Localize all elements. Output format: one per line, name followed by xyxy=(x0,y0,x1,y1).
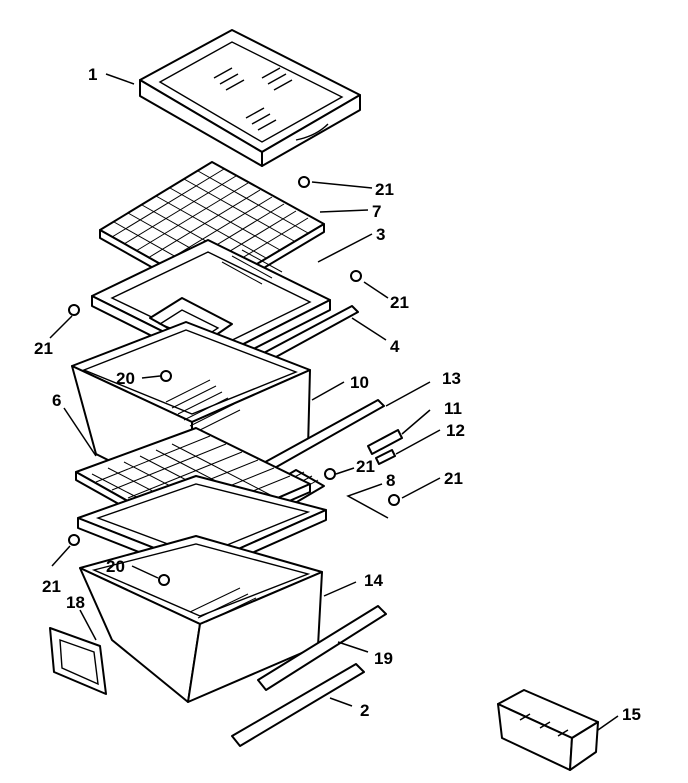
label-part-20-a: 20 xyxy=(116,369,135,388)
screw-21-e xyxy=(388,494,400,506)
label-part-4: 4 xyxy=(390,337,400,356)
label-part-13: 13 xyxy=(442,369,461,388)
label-part-19: 19 xyxy=(374,649,393,668)
part-19-rail xyxy=(257,605,387,691)
part-15-bin xyxy=(497,689,599,771)
screw-21-b xyxy=(350,270,362,282)
part-18-label-holder xyxy=(49,627,107,695)
label-part-21-a: 21 xyxy=(375,180,394,199)
screw-20-a xyxy=(160,370,172,382)
label-part-7: 7 xyxy=(372,202,381,221)
label-part-6: 6 xyxy=(52,391,61,410)
part-11-clip xyxy=(367,429,403,455)
label-part-8: 8 xyxy=(386,471,395,490)
label-part-21-d: 21 xyxy=(356,457,375,476)
label-part-12: 12 xyxy=(446,421,465,440)
screw-20-b xyxy=(158,574,170,586)
label-part-20-b: 20 xyxy=(106,557,125,576)
label-part-11: 11 xyxy=(444,399,462,418)
label-part-3: 3 xyxy=(376,225,385,244)
label-part-14: 14 xyxy=(364,571,383,590)
part-14-crisper-pan xyxy=(79,535,323,703)
label-part-2: 2 xyxy=(360,701,369,720)
label-part-18: 18 xyxy=(66,593,85,612)
screw-21-c xyxy=(68,304,80,316)
screw-21-f xyxy=(68,534,80,546)
label-part-10: 10 xyxy=(350,373,369,392)
part-2-rail xyxy=(231,663,365,747)
label-part-21-b: 21 xyxy=(390,293,409,312)
label-part-21-f: 21 xyxy=(42,577,61,596)
label-part-1: 1 xyxy=(88,65,97,84)
part-labels: 1 21 7 3 21 21 4 20 10 13 6 11 12 21 21 … xyxy=(34,65,641,724)
label-part-21-e: 21 xyxy=(444,469,463,488)
part-12-clip xyxy=(375,449,396,465)
part-1-glass-shelf xyxy=(139,29,361,167)
label-part-15: 15 xyxy=(622,705,641,724)
label-part-21-c: 21 xyxy=(34,339,53,358)
leader-lines xyxy=(49,73,619,731)
screw-21-d xyxy=(324,468,336,480)
screw-21-a xyxy=(298,176,310,188)
